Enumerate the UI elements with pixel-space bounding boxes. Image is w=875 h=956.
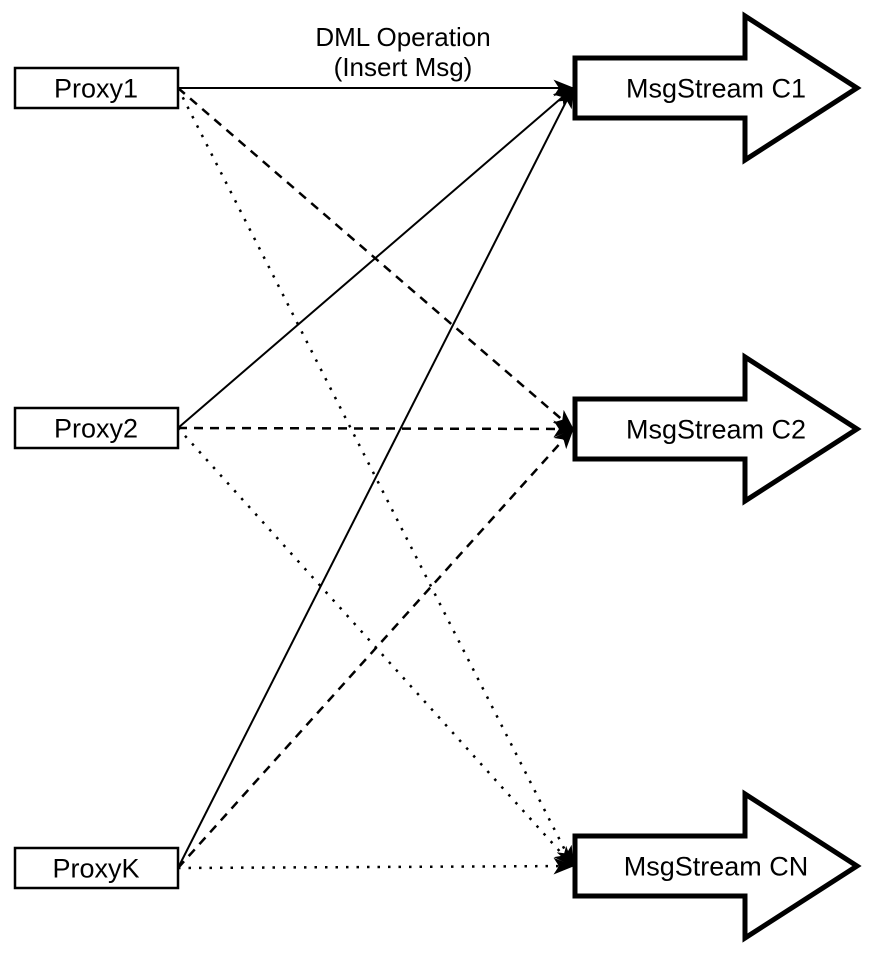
dml-operation-label-line2: (Insert Msg) xyxy=(334,52,473,82)
stream-c2-node: MsgStream C2 xyxy=(572,352,862,506)
connection-proxy2-c2 xyxy=(177,420,575,438)
proxy2-box xyxy=(13,406,180,450)
stream-c2-label: MsgStream C2 xyxy=(626,415,806,445)
stream-cn-node: MsgStream CN xyxy=(572,789,862,943)
connections-layer xyxy=(176,79,575,875)
stream-c1-node: MsgStream C1 xyxy=(572,11,862,165)
connection-proxyK-c2 xyxy=(177,427,574,869)
connection-proxyK-cn xyxy=(177,857,575,875)
proxy1-node: Proxy1 xyxy=(13,66,180,110)
stream-c1-label: MsgStream C1 xyxy=(626,74,806,104)
stream-cn-label: MsgStream CN xyxy=(624,852,809,882)
proxy1-box xyxy=(13,66,180,110)
proxyK-node: ProxyK xyxy=(13,846,180,890)
stream-c1-arrow-shape xyxy=(572,11,862,165)
proxy2-node: Proxy2 xyxy=(13,406,180,450)
proxyK-label: ProxyK xyxy=(52,854,139,884)
stream-c2-arrow-shape xyxy=(572,352,862,506)
proxy1-label: Proxy1 xyxy=(54,74,138,104)
connection-proxy2-c1 xyxy=(177,87,575,429)
dml-operation-label-line1: DML Operation xyxy=(315,22,490,52)
proxyK-box xyxy=(13,846,180,890)
proxy2-label: Proxy2 xyxy=(54,414,138,444)
connection-proxyK-c1 xyxy=(177,86,574,869)
stream-cn-arrow-shape xyxy=(572,789,862,943)
